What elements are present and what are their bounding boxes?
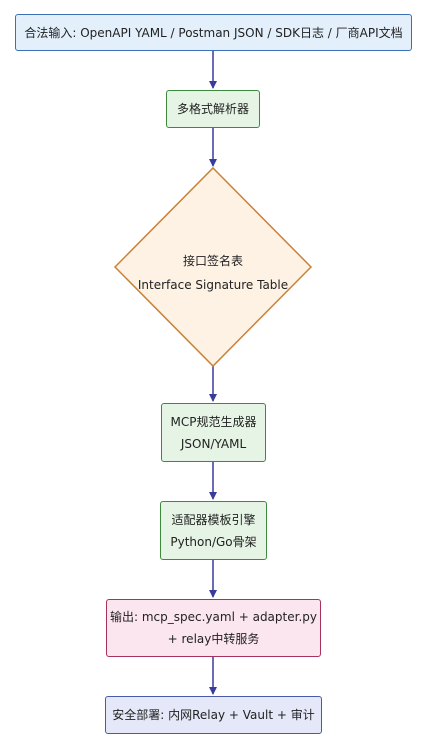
- adapter-engine-skeleton: Python/Go骨架: [170, 534, 257, 549]
- signature-label-en: Interface Signature Table: [137, 278, 289, 292]
- input-node-label: 合法输入: OpenAPI YAML / Postman JSON / SDK日…: [24, 25, 403, 40]
- mcp-generator-node: MCP规范生成器 JSON/YAML: [161, 403, 266, 462]
- decision-diamond-signature-table: [113, 166, 313, 368]
- signature-label-cn: 接口签名表: [182, 254, 243, 268]
- parser-node-label: 多格式解析器: [176, 102, 249, 116]
- mcp-generator-format: JSON/YAML: [180, 436, 247, 451]
- deploy-node: 安全部署: 内网Relay + Vault + 审计: [105, 696, 322, 734]
- output-label-files: 输出: mcp_spec.yaml + adapter.py: [110, 610, 317, 624]
- parser-node: 多格式解析器: [166, 90, 260, 128]
- signature-decision-label: 接口签名表 Interface Signature Table: [113, 238, 313, 308]
- adapter-engine-node: 适配器模板引擎 Python/Go骨架: [160, 501, 267, 560]
- mcp-generator-label: MCP规范生成器: [170, 414, 257, 429]
- input-node: 合法输入: OpenAPI YAML / Postman JSON / SDK日…: [15, 14, 412, 51]
- deploy-node-label: 安全部署: 内网Relay + Vault + 审计: [112, 708, 315, 722]
- adapter-engine-label: 适配器模板引擎: [171, 512, 256, 527]
- output-node: 输出: mcp_spec.yaml + adapter.py + relay中转…: [106, 599, 321, 657]
- output-label-relay: + relay中转服务: [167, 632, 260, 646]
